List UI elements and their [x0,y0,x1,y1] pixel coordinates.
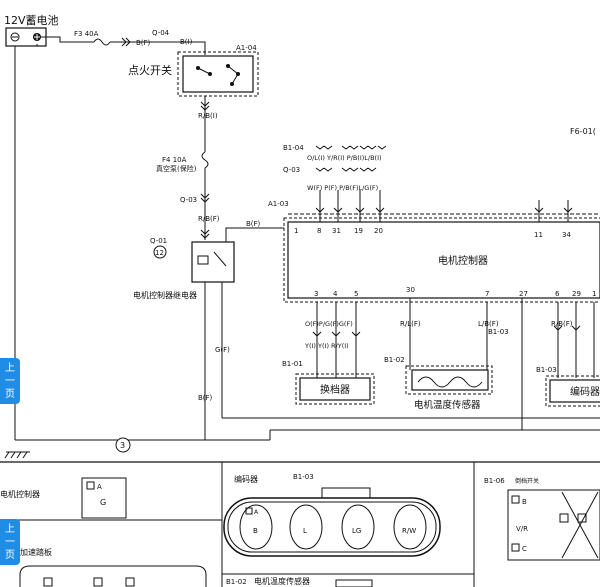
pin-top-1: 1 [294,227,298,235]
battery-label: 12V蓄电池 [4,14,59,27]
prev-page-lower-label-1: 上 [5,524,15,535]
wires-top-label: O/L(I) Y/R(I) P/B(I)L/B(I) [307,154,382,162]
wire-label-rb-2: R/B(F) [198,215,220,223]
conn-b103b-label: B1-03 [488,328,509,336]
fuse-f4-label: F4 10A [162,156,187,164]
wire-label-bf-1: B(F) [136,39,151,47]
encoder-pin-rw: R/W [402,527,416,535]
node-3: 3 [120,441,125,450]
conn-b102-label: B1-02 [384,356,405,364]
encoder-pin-lg: LG [352,527,361,535]
prev-page-lower-label-3: 页 [5,550,15,561]
ignition-switch-label: 点火开关 [128,63,172,77]
wires-gear-2: Y(I) Y(I) R/Y(I) [304,342,349,350]
encoder-pin-l: L [303,527,307,535]
pin-bottom-6: 6 [555,290,560,298]
encoder-panel-conn: B1-03 [293,473,314,481]
wires-second-label: W(F) P(F) P/B(F)L/G(F) [307,184,378,192]
pin-top-31: 31 [332,227,341,235]
wire-label-rl: R/L(F) [400,320,421,328]
relay: Q-01 12 电机控制器继电器 [133,237,235,300]
gear-panel-c: C [522,545,527,553]
pin-bottom-5: 5 [354,290,358,298]
relay-label: 电机控制器继电器 [133,290,197,300]
controller-label: 电机控制器 [438,254,488,267]
gear-sensor-label: 换档器 [320,383,350,396]
motor-controller: 电机控制器 1 8 31 19 20 11 34 3 4 5 30 7 27 6… [283,217,600,303]
prev-page-button[interactable]: 上 一 页 [0,358,20,404]
wire-label-gf: G(F) [215,346,230,354]
wire-label-lb: L/B(F) [478,320,499,328]
encoder-pin-b: B [253,527,258,535]
pin-top-11: 11 [534,231,543,239]
temp-panel-conn: B1-02 [226,578,247,586]
pin-top-20: 20 [374,227,383,235]
conn-b101-label: B1-01 [282,360,303,368]
pin-top-34: 34 [562,231,571,239]
pin-top-8: 8 [317,227,321,235]
wire-label-bf-3: B(F) [198,394,213,402]
gear-panel-conn: B1-06 [484,477,505,485]
pin-bottom-30: 30 [406,286,415,294]
wires-gear-1: O(F)P/G(F)G(F) [305,320,353,328]
encoder-panel-title: 编码器 [234,474,258,484]
encoder-pins: A B L LG R/W [239,504,427,550]
wire-label-bi: B(I) [180,38,193,46]
prev-page-label-2: 一 [5,376,15,387]
pin-bottom-7: 7 [485,290,489,298]
conn-a104-label: A1-04 [236,44,257,52]
pin-bottom-4: 4 [333,290,338,298]
bottom-left-a: A [97,483,102,491]
conn-b104-label: B1-04 [283,144,304,152]
pin-top-19: 19 [354,227,363,235]
ignition-switch: 点火开关 A1-04 [128,44,259,97]
node-12: 12 [155,249,164,257]
encoder-label: 编码器 [570,385,600,398]
wire-label-rb-enc: R/B(F) [551,320,573,328]
prev-page-button-lower[interactable]: 上 一 页 [0,519,20,565]
wire-label-rb-1: R/B(I) [198,112,218,120]
fuse-f4-sub: 真空泵(保险) [156,164,197,173]
fuse-f3-label: F3 40A [74,30,99,38]
temp-sensor-label: 电机温度传感器 [414,399,481,411]
prev-page-label-1: 上 [5,363,15,374]
bottom-left-sub: 加速踏板 [20,547,52,557]
gear-panel-wire: V/R [516,525,528,533]
encoder-pin-a: A [254,509,259,516]
pin-bottom-29: 29 [572,290,581,298]
conn-f601-label: F6-01( [570,127,596,136]
gear-panel-title: 倒档开关 [515,477,539,485]
gear-panel-b: B [522,498,527,506]
wire-label-bf-2: B(F) [246,220,261,228]
bottom-left-g: G [100,498,106,507]
conn-a103-label: A1-03 [268,200,289,208]
conn-q04-label: Q-04 [152,29,170,37]
conn-q01-label: Q-01 [150,237,167,245]
battery: 12V蓄电池 [4,14,59,47]
pin-bottom-1: 1 [592,290,596,298]
conn-q03-label: Q-03 [283,166,300,174]
temp-panel-title: 电机温度传感器 [254,576,310,586]
bottom-left-label: 电机控制器 [0,489,40,499]
prev-page-lower-label-2: 一 [5,537,15,548]
pin-bottom-27: 27 [519,290,528,298]
conn-b103-label: B1-03 [536,366,557,374]
prev-page-label-3: 页 [5,389,15,400]
conn-q03b-label: Q-03 [180,196,197,204]
pin-bottom-3: 3 [314,290,318,298]
